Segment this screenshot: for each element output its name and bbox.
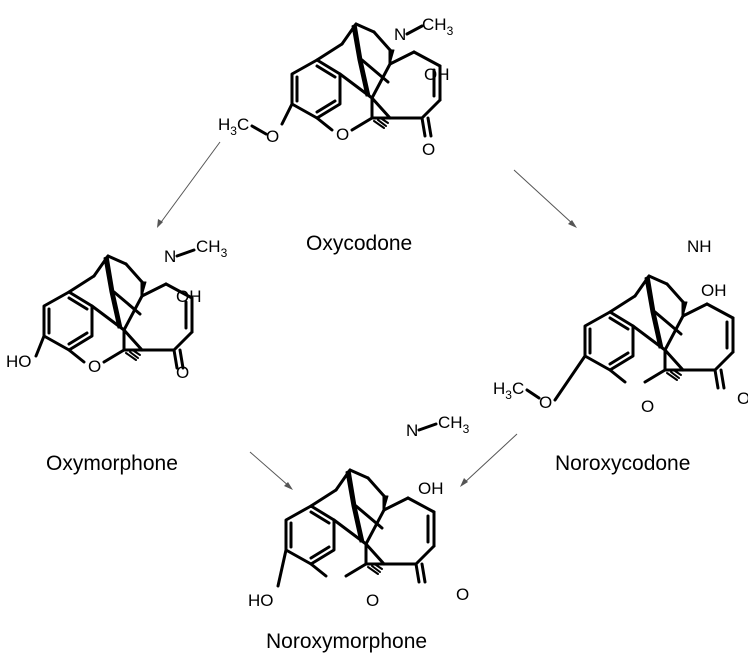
methoxy-bond <box>525 388 541 400</box>
substituent-oxygen-label: O <box>266 127 279 146</box>
ketone-oxygen-label: O <box>422 140 435 159</box>
substituent-bond <box>280 102 294 126</box>
n-methyl-label: CH3 <box>422 15 454 38</box>
n-methyl-bond <box>417 422 438 432</box>
compound-name: Noroxymorphone <box>266 630 427 653</box>
arrow-oxymorphone-to-noroxymorphone <box>249 451 293 490</box>
methoxy-bond <box>250 124 268 136</box>
substituent-label: HO <box>6 352 32 371</box>
structure-oxymorphone: N CH3 OH O O HO Oxymorphone <box>6 237 228 475</box>
compound-name: Oxymorphone <box>46 452 178 475</box>
ring-oxygen-label: O <box>366 591 379 610</box>
substituent-bond <box>276 548 288 588</box>
structure-noroxycodone: NH OH O O H3C O Noroxycodone <box>493 237 748 475</box>
substituent-label: H3C <box>218 115 249 138</box>
n-methyl-bond <box>175 248 196 258</box>
amine-label: N <box>164 247 176 266</box>
arrow-oxycodone-to-oxymorphone <box>157 141 221 228</box>
ring-oxygen-label: O <box>336 125 349 144</box>
ketone-oxygen-label: O <box>737 389 748 408</box>
substituent-label: HO <box>248 591 274 610</box>
n-methyl-label: CH3 <box>438 413 470 436</box>
hydroxyl-label: OH <box>418 479 444 498</box>
ketone-oxygen-label: O <box>176 363 189 382</box>
ring-oxygen-label: O <box>641 397 654 416</box>
hydroxyl-label: OH <box>701 281 727 300</box>
substituent-bond <box>34 334 46 358</box>
ketone-oxygen-label: O <box>456 585 469 604</box>
n-methyl-bond <box>405 24 424 36</box>
compound-name: Oxycodone <box>306 232 412 255</box>
hydroxyl-label: OH <box>176 287 202 306</box>
structure-noroxymorphone: N CH3 OH O O HO Noroxymorphone <box>248 413 470 653</box>
arrow-noroxycodone-to-noroxymorphone <box>460 433 518 487</box>
hydroxyl-label: OH <box>424 65 450 84</box>
amine-label: NH <box>687 237 712 256</box>
amine-label: N <box>406 421 418 440</box>
ring-oxygen-label: O <box>88 357 101 376</box>
arrow-oxycodone-to-noroxycodone <box>513 169 577 228</box>
compound-name: Noroxycodone <box>555 452 690 475</box>
pathway-arrows <box>157 141 577 490</box>
structure-oxycodone: N CH3 OH O O H3C O Oxycodone <box>218 15 454 255</box>
n-methyl-label: CH3 <box>196 237 228 260</box>
amine-label: N <box>394 25 406 44</box>
substituent-label: H3C <box>493 379 524 402</box>
substituent-bond <box>553 354 587 402</box>
substituent-oxygen-label: O <box>539 393 552 412</box>
